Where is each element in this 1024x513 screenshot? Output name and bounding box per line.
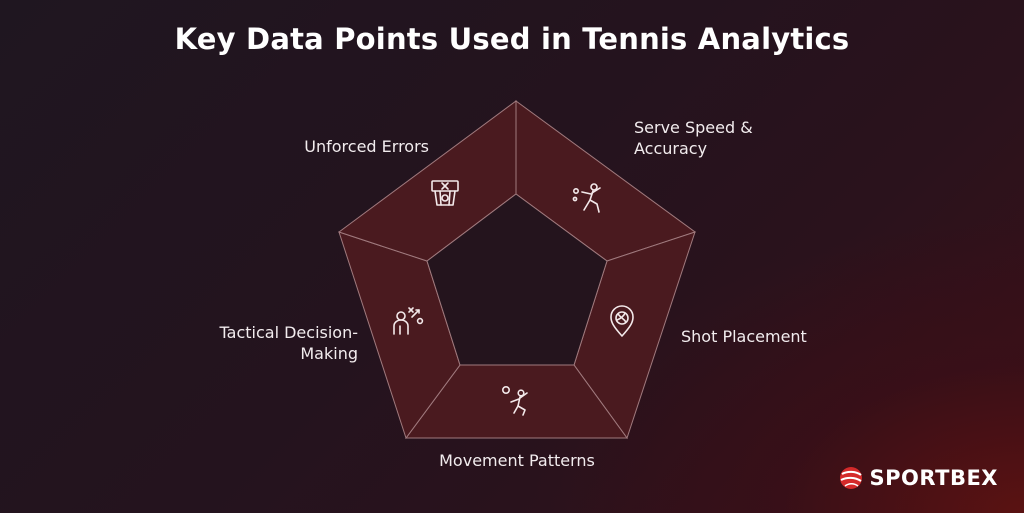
location-pin-ball-icon xyxy=(610,305,634,337)
label-serve-speed: Serve Speed & Accuracy xyxy=(634,118,753,158)
sportbex-logo: SPORTBEX xyxy=(838,465,998,491)
pentagon-center xyxy=(426,193,608,366)
label-tactical-decision: Tactical Decision- Making xyxy=(219,323,358,363)
scoreboard-net-icon xyxy=(431,180,459,206)
tennis-player-serve-icon xyxy=(572,183,601,213)
strategy-coach-icon xyxy=(393,307,424,335)
label-movement-patterns: Movement Patterns xyxy=(439,451,595,470)
athlete-jumping-icon xyxy=(502,386,528,416)
page-title: Key Data Points Used in Tennis Analytics xyxy=(174,22,850,56)
sportbex-logo-text: SPORTBEX xyxy=(869,466,998,490)
label-shot-placement: Shot Placement xyxy=(681,327,807,346)
label-unforced-errors: Unforced Errors xyxy=(304,137,429,156)
sportbex-globe-icon xyxy=(839,467,862,489)
